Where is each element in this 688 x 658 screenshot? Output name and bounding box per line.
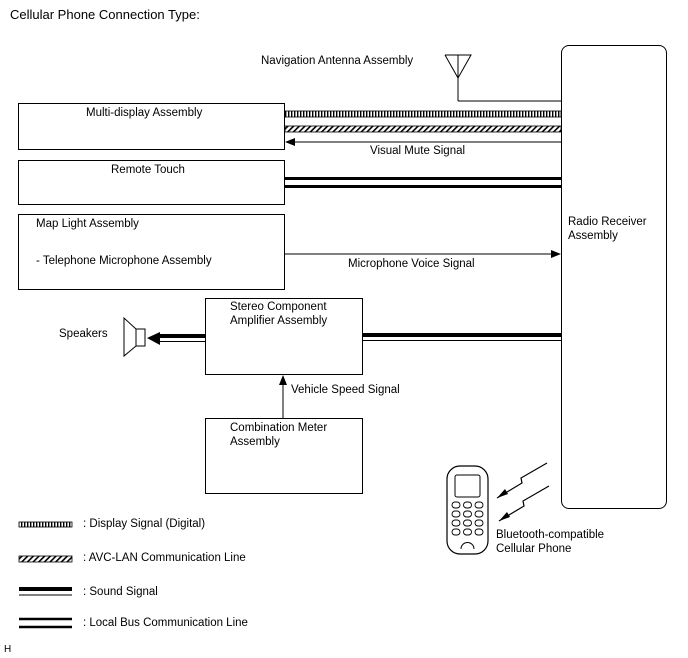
combination-meter-label-line1: Combination Meter [230, 422, 328, 434]
multi-display-label: Multi-display Assembly [86, 107, 203, 119]
combination-meter-box [205, 418, 363, 494]
legend-avc-lan-sample [18, 555, 73, 563]
cellular-phone-label-line2: Cellular Phone [496, 543, 572, 555]
sound-signal-line-speakers [147, 332, 205, 345]
visual-mute-arrow [285, 138, 561, 146]
legend-sound-signal-sample [19, 587, 72, 596]
remote-touch-box [18, 160, 285, 205]
legend-local-bus-label: : Local Bus Communication Line [83, 617, 248, 629]
vehicle-speed-label: Vehicle Speed Signal [291, 384, 400, 396]
avc-lan-line-multi-display [284, 125, 562, 133]
corner-mark: H [4, 644, 12, 655]
legend-avc-lan-label: : AVC-LAN Communication Line [83, 552, 246, 564]
microphone-voice-arrow [285, 250, 561, 258]
speakers-label: Speakers [59, 328, 108, 340]
vehicle-speed-arrow [279, 375, 287, 418]
legend-display-signal-sample [18, 521, 73, 528]
legend-local-bus-sample [19, 617, 72, 629]
combination-meter-label: Combination Meter Assembly [230, 421, 327, 449]
display-signal-line [284, 110, 562, 118]
microphone-voice-label: Microphone Voice Signal [348, 258, 475, 270]
multi-display-box [18, 103, 285, 150]
wireless-signal-icon [496, 462, 550, 522]
telephone-microphone-label: - Telephone Microphone Assembly [36, 255, 212, 267]
radio-receiver-label: Radio Receiver Assembly [568, 215, 647, 243]
map-light-box [18, 214, 285, 290]
stereo-amplifier-box [205, 298, 363, 375]
cellular-phone-label: Bluetooth-compatible Cellular Phone [496, 528, 604, 556]
radio-receiver-box [561, 45, 667, 509]
page-title: Cellular Phone Connection Type: [10, 7, 200, 22]
map-light-label: Map Light Assembly [36, 218, 139, 230]
radio-receiver-label-line2: Assembly [568, 230, 618, 242]
legend-display-signal-label: : Display Signal (Digital) [83, 518, 206, 530]
cellular-phone-label-line1: Bluetooth-compatible [496, 529, 605, 541]
local-bus-line-remote-touch [285, 177, 561, 188]
cellular-phone-icon [446, 465, 489, 555]
radio-receiver-label-line1: Radio Receiver [568, 216, 647, 228]
antenna-icon [444, 54, 561, 102]
remote-touch-label: Remote Touch [111, 164, 185, 176]
stereo-amplifier-label-line2: Amplifier Assembly [230, 315, 328, 327]
speaker-icon [123, 316, 146, 358]
visual-mute-label: Visual Mute Signal [370, 145, 466, 157]
stereo-amplifier-label: Stereo Component Amplifier Assembly [230, 300, 327, 328]
sound-signal-line-amplifier [363, 333, 561, 341]
navigation-antenna-label: Navigation Antenna Assembly [261, 55, 414, 67]
stereo-amplifier-label-line1: Stereo Component [230, 301, 327, 313]
legend-sound-signal-label: : Sound Signal [83, 586, 158, 598]
combination-meter-label-line2: Assembly [230, 436, 280, 448]
